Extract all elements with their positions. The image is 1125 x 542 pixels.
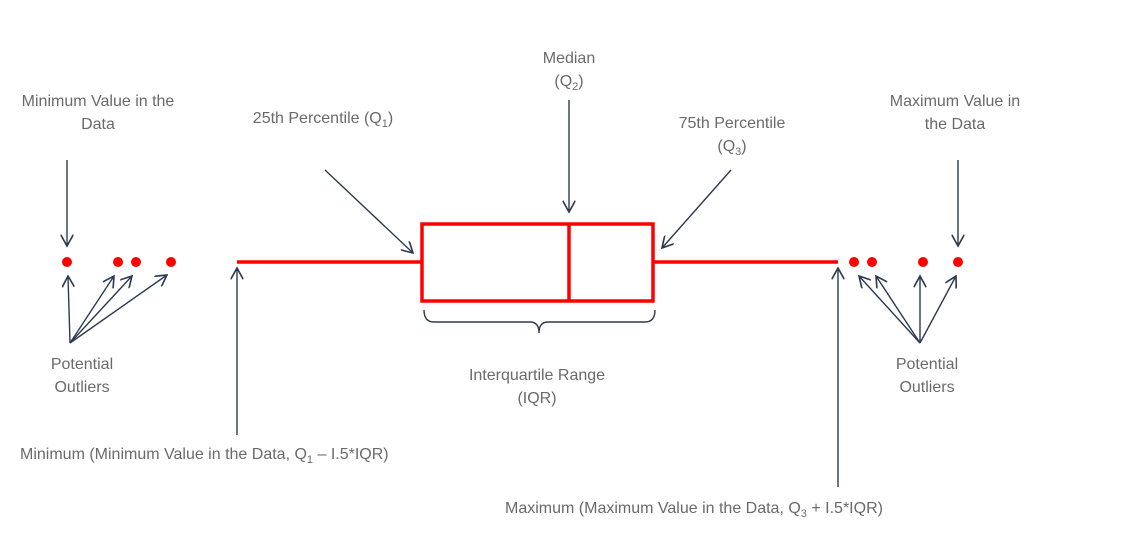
right-outliers-label-line1: Potential [896, 356, 958, 373]
outlier-point [918, 257, 928, 267]
q3-label: 75th Percentile [679, 115, 786, 132]
iqr-box [420, 222, 655, 303]
median-q2-label: (Q2) [554, 73, 583, 93]
outlier-arrow [68, 276, 70, 344]
iqr-brace [423, 309, 656, 334]
outlier-arrow [69, 276, 132, 344]
median-label: Median [543, 50, 595, 67]
arrows [67, 100, 958, 487]
left-outliers-label-line2: Outliers [54, 379, 109, 396]
q3-sub-label: (Q3) [717, 138, 746, 158]
right-outliers [849, 257, 963, 267]
outlier-arrow [876, 276, 921, 344]
iqr-label-line1: Interquartile Range [469, 367, 605, 384]
q1-arrow [324, 169, 413, 253]
left-outliers-label-line1: Potential [51, 356, 113, 373]
outlier-point [849, 257, 859, 267]
min-value-label-line1: Minimum Value in the [22, 93, 175, 110]
max-value-label-line1: Maximum Value in [890, 93, 1020, 110]
minimum-label: Minimum (Minimum Value in the Data, Q1 –… [20, 446, 389, 466]
right-outliers-label-line2: Outliers [899, 379, 954, 396]
outlier-arrow [69, 276, 114, 344]
outlier-arrow [69, 275, 167, 344]
outlier-point [867, 257, 877, 267]
outlier-arrow [919, 276, 956, 344]
left-outliers [62, 257, 176, 267]
outlier-point [62, 257, 72, 267]
outlier-point [113, 257, 123, 267]
min-value-label-line2: Data [81, 116, 115, 133]
outlier-point [953, 257, 963, 267]
q1-label: 25th Percentile (Q1) [253, 110, 393, 130]
iqr-label-line2: (IQR) [517, 390, 556, 407]
max-value-label-line2: the Data [925, 116, 986, 133]
q3-arrow [662, 169, 732, 248]
maximum-label: Maximum (Maximum Value in the Data, Q3 +… [505, 500, 883, 520]
outlier-point [166, 257, 176, 267]
outlier-point [131, 257, 141, 267]
outlier-arrow [859, 276, 921, 344]
